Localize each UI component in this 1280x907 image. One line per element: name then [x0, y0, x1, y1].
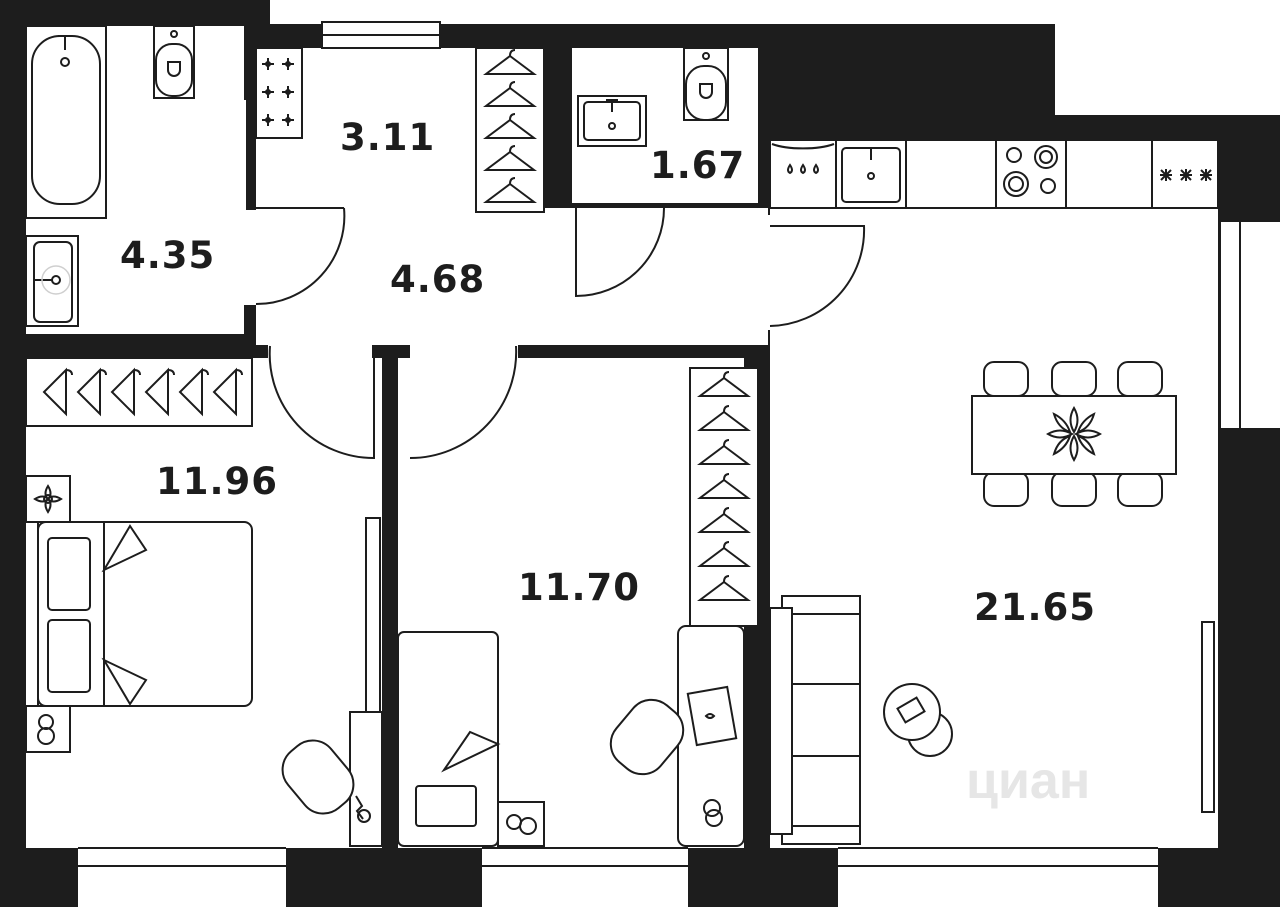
sofa	[769, 595, 861, 845]
single-bed	[397, 631, 499, 847]
door-bedroom-2	[409, 345, 518, 460]
door-bathroom	[255, 207, 346, 306]
bathroom-niche	[196, 100, 246, 210]
coffee-table	[883, 683, 953, 757]
bedroom-2-desk	[677, 625, 745, 847]
bathtub	[25, 25, 107, 219]
flower-icon	[1046, 406, 1102, 462]
dining-chairs-bottom	[983, 471, 1163, 507]
area-label-kitchen-living: 21.65	[974, 586, 1096, 629]
bathroom-fixtures	[25, 25, 195, 327]
stove-icon	[1003, 145, 1058, 197]
door-bedroom-1	[268, 345, 375, 460]
door-kitchen	[769, 225, 866, 327]
bedroom-1-wardrobe	[25, 357, 253, 427]
door-wc	[575, 207, 665, 298]
area-label-bedroom-1: 11.96	[156, 460, 278, 503]
dishwasher-icon	[771, 143, 835, 150]
extractor-icon	[1160, 169, 1212, 181]
nightstand-flower-icon	[33, 484, 63, 514]
window-right	[1220, 222, 1280, 428]
kitchen-counter	[769, 139, 1219, 209]
doors	[255, 207, 866, 460]
water-drops-icon	[787, 163, 819, 175]
wc-fixtures	[577, 47, 729, 147]
hall-door-gap	[244, 210, 258, 305]
bedroom-1-door-gap	[268, 340, 372, 362]
area-label-bedroom-2: 11.70	[518, 566, 640, 609]
bedroom-1-desk	[349, 711, 383, 847]
window-bottom-1	[78, 848, 286, 907]
area-labels: 4.35 3.11 1.67 4.68 11.96 11.70 21.65	[120, 116, 1096, 629]
bedroom-1-hangers	[42, 367, 243, 417]
dining-chairs-top	[983, 361, 1163, 397]
hall-floor	[256, 208, 768, 345]
bedroom-2-hangers	[697, 371, 751, 601]
bedroom-2-furniture	[397, 367, 759, 847]
storage-hangers	[483, 49, 537, 203]
bedroom-1-chair	[281, 739, 355, 815]
area-label-hall: 4.68	[390, 258, 485, 301]
watermark: циан	[966, 752, 1090, 810]
bedroom-2-laptop	[686, 685, 738, 747]
bedroom-1-furniture	[25, 357, 383, 847]
bedroom-2-chair	[609, 698, 685, 776]
area-label-wc: 1.67	[650, 144, 745, 187]
svg-text:циан: циан	[966, 752, 1090, 810]
bedroom-2-door-gap	[410, 340, 518, 362]
window-bottom-3	[838, 848, 1158, 907]
kitchen-door-gap	[755, 215, 775, 330]
windows	[78, 21, 1280, 907]
area-label-storage: 3.11	[340, 116, 435, 159]
dining-set	[971, 361, 1177, 507]
storage-fixtures	[255, 47, 545, 213]
bedroom-1-wall-unit	[365, 517, 381, 713]
living-tv-stand	[1201, 621, 1215, 813]
window-bottom-2	[482, 848, 688, 907]
area-label-bathroom: 4.35	[120, 234, 215, 277]
